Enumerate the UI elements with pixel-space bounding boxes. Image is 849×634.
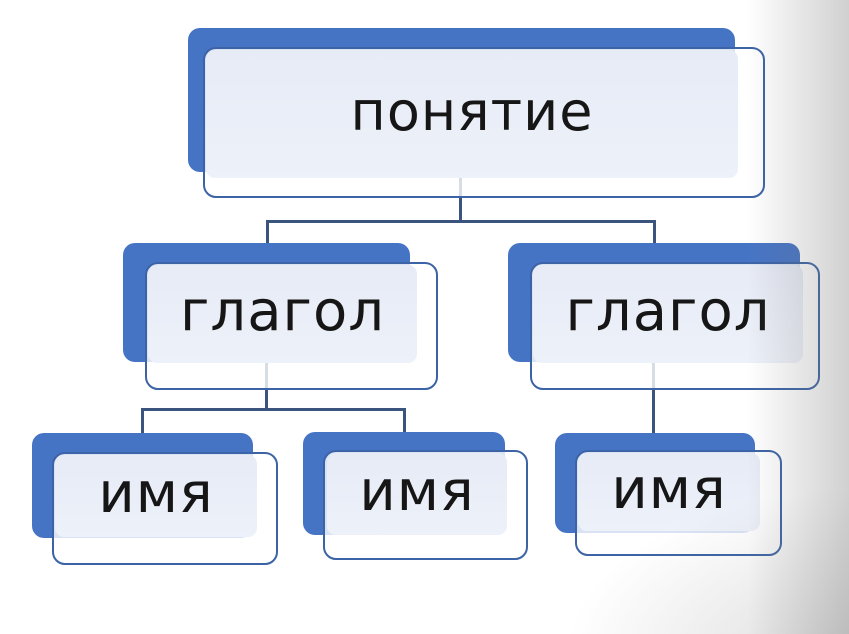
node-verb-right-label: глагол xyxy=(565,279,771,344)
connector-root-drop-left xyxy=(266,220,269,247)
node-root-body: понятие xyxy=(206,50,738,178)
node-name-1[interactable]: имя xyxy=(32,433,278,565)
connector-verb-left-drop-left xyxy=(141,408,144,437)
node-verb-left-label: глагол xyxy=(179,279,385,344)
node-name-2-label: имя xyxy=(359,459,475,524)
connector-verb-left-crossbar xyxy=(141,408,406,411)
node-verb-left-body: глагол xyxy=(148,265,417,363)
node-verb-right[interactable]: глагол xyxy=(508,243,820,390)
node-name-3-label: имя xyxy=(611,457,727,522)
node-name-2-body: имя xyxy=(327,453,507,535)
node-verb-right-body: глагол xyxy=(533,265,803,363)
node-root-label: понятие xyxy=(350,80,594,143)
node-name-3[interactable]: имя xyxy=(555,433,782,557)
node-name-3-body: имя xyxy=(578,453,760,531)
node-name-2[interactable]: имя xyxy=(303,432,528,564)
node-root[interactable]: понятие xyxy=(188,28,765,198)
connector-root-crossbar xyxy=(266,220,656,223)
connector-verb-left-drop-right xyxy=(403,408,406,437)
node-name-1-label: имя xyxy=(98,461,214,526)
connector-root-drop-right xyxy=(653,220,656,247)
node-verb-left[interactable]: глагол xyxy=(123,243,438,390)
node-name-1-body: имя xyxy=(55,455,257,537)
